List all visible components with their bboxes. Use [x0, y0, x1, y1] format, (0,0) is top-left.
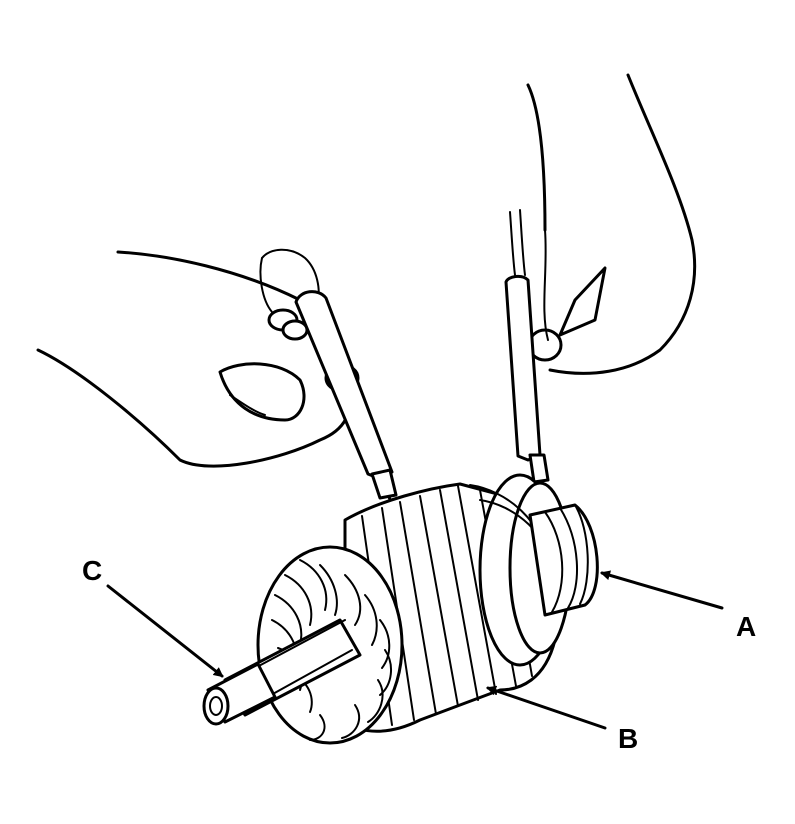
- label-b: B: [618, 723, 638, 754]
- callout-c: [106, 584, 224, 678]
- left-hand-illustration: [36, 248, 360, 468]
- callout-a: [600, 570, 724, 610]
- callout-b: [486, 685, 607, 730]
- armature: [202, 473, 599, 745]
- right-hand-illustration: [526, 73, 697, 375]
- label-c: C: [82, 555, 102, 586]
- label-a: A: [736, 611, 756, 642]
- left-test-probe: [294, 290, 404, 530]
